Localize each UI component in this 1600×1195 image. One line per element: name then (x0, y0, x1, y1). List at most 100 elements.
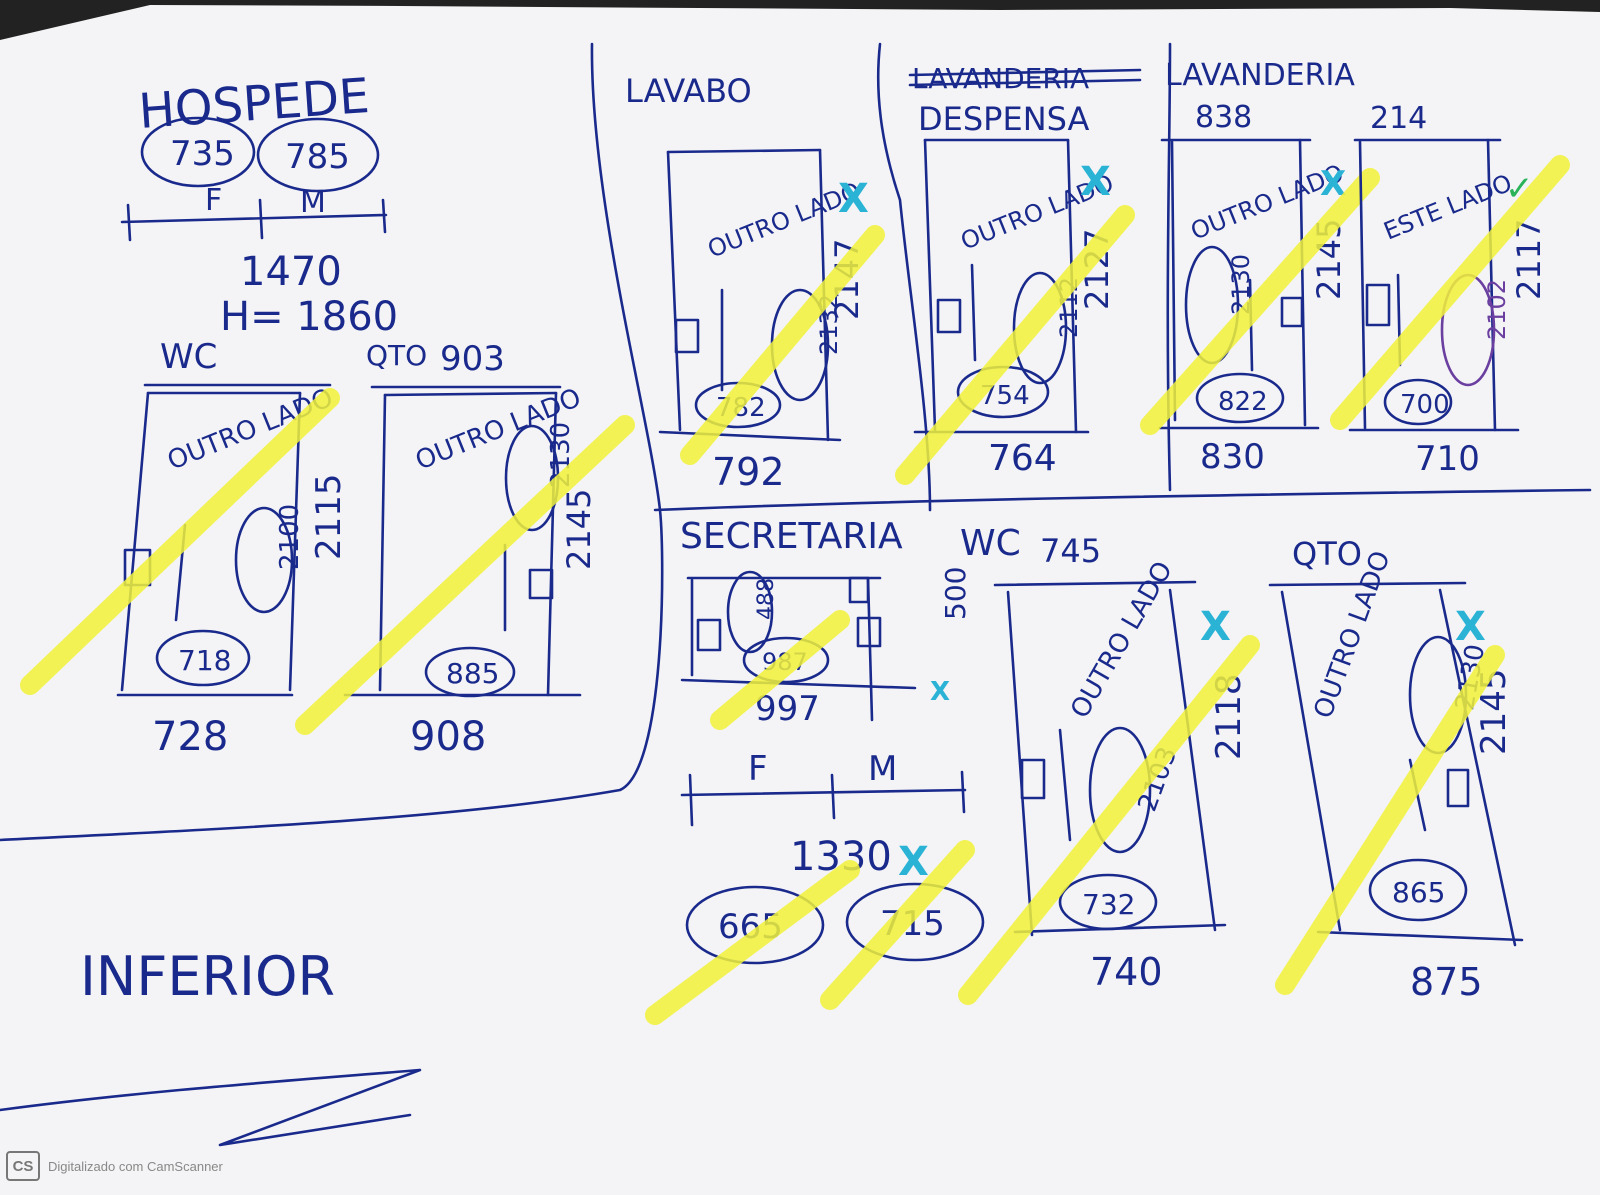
door-right-edge (546, 391, 558, 697)
door-bottom: 728 (152, 714, 228, 760)
door-handle (1446, 768, 1470, 808)
door-left-edge (1170, 140, 1177, 422)
dimension-tick (258, 198, 264, 240)
window-frame (848, 576, 870, 604)
highlight-stroke (1275, 645, 1505, 995)
door-handle (936, 298, 962, 334)
door-right-edge (1168, 588, 1217, 932)
door-top-edge (666, 148, 822, 154)
door-top: 745 (1040, 532, 1101, 570)
secretaria-circled-height: 488 (754, 578, 779, 620)
pair-width-2-circle (845, 882, 985, 962)
door-bottom: 764 (988, 438, 1057, 479)
door-left-edge (666, 150, 682, 432)
door-left-edge (1006, 590, 1034, 937)
dimension-tick (126, 203, 132, 242)
door-left-edge (923, 138, 937, 432)
door-top: 214 (1370, 101, 1427, 136)
door-circled-width: 885 (446, 657, 499, 690)
scanner-watermark: CS Digitalizado com CamScanner (6, 1151, 223, 1181)
dimension-tick (381, 198, 387, 234)
window-frame (856, 616, 882, 648)
mark: X (838, 176, 869, 222)
mark: X (1080, 159, 1111, 205)
door-right-edge (1438, 588, 1517, 947)
width-circle (1383, 378, 1453, 426)
hospede-dimension-line (120, 213, 388, 224)
door-bottom-edge (658, 430, 842, 442)
dimension-tick (960, 770, 966, 814)
door-bottom: 830 (1200, 437, 1265, 477)
width-circle (1368, 858, 1468, 922)
secretaria-height-circle (726, 570, 774, 654)
door-bottom: 875 (1410, 960, 1483, 1004)
door-214: 214 ESTE LADO 2102 700 2117 710 ✓ (1330, 101, 1570, 479)
region-divider-horizontal (653, 488, 1592, 512)
secretaria-group: SECRETARIA 488 987 500 997 X (680, 516, 972, 730)
window-bottom (680, 678, 917, 690)
door-handle (1020, 758, 1046, 800)
width-circle (155, 629, 251, 687)
door-circled-width: 718 (178, 644, 231, 677)
door-label: WC (160, 337, 217, 377)
window-handle (696, 618, 722, 652)
hospede-side-m: M (300, 185, 326, 220)
door-bar (1058, 728, 1072, 842)
highlight-stroke (1330, 155, 1570, 430)
door-top-edge (1268, 581, 1467, 587)
dimension-tick (688, 773, 694, 827)
door-top-edge (993, 580, 1197, 587)
door-label: LAVANDERIA (1165, 58, 1355, 93)
width-circle (1195, 372, 1285, 424)
door-handle (1280, 296, 1304, 328)
secretaria-mark: X (930, 677, 950, 707)
pair-side-m: M (868, 749, 897, 789)
door-side: 2145 (560, 489, 598, 570)
hospede-total: 1470 (240, 249, 342, 295)
highlight-stroke (645, 860, 860, 1025)
door-bottom: 792 (712, 450, 785, 494)
width-circle (424, 646, 516, 698)
door-label: WC (960, 523, 1021, 564)
height-circle (1088, 726, 1152, 854)
door-label: DESPENSA (918, 100, 1090, 138)
height-circle (234, 506, 294, 614)
door-bottom: 710 (1415, 439, 1480, 479)
door-bottom-edge (1316, 930, 1524, 942)
door-circled-width: 732 (1082, 888, 1135, 921)
hospede-width-2: 785 (285, 137, 350, 177)
door-side: 2115 (309, 473, 349, 560)
mark: X (1200, 604, 1231, 650)
highlight-stroke (958, 635, 1260, 1005)
strikethrough (908, 68, 1142, 77)
secretaria-bottom: 997 (755, 689, 820, 729)
secretaria-title: SECRETARIA (680, 516, 903, 557)
hospede-side-f: F (205, 183, 222, 218)
camscanner-logo: CS (6, 1151, 40, 1181)
section-label: INFERIOR (80, 945, 335, 1008)
door-left-edge (1280, 590, 1342, 932)
door-top: 838 (1195, 100, 1252, 135)
door-right-edge (288, 391, 302, 692)
watermark-text: Digitalizado com CamScanner (48, 1158, 223, 1174)
door-top: 903 (440, 339, 505, 379)
highlight-stroke (895, 205, 1135, 485)
hospede-height: H= 1860 (220, 294, 398, 340)
door-circled-height: 2100 (275, 504, 305, 570)
strikethrough (908, 78, 1142, 87)
door-handle (1365, 283, 1391, 327)
hospede-width-1: 735 (170, 134, 235, 174)
door-circled-height: 2102 (1483, 279, 1511, 340)
dimension-tick (830, 773, 836, 820)
door-circled-width: 822 (1218, 387, 1268, 417)
region-divider-left (0, 42, 664, 842)
pair-dimension-line (680, 788, 967, 797)
mark: X (1455, 604, 1486, 650)
door-bottom: 908 (410, 714, 486, 760)
door-bar (970, 263, 977, 362)
height-circle (1012, 271, 1068, 385)
pair-width-1-circle (685, 885, 825, 965)
door-left-edge (120, 391, 150, 692)
